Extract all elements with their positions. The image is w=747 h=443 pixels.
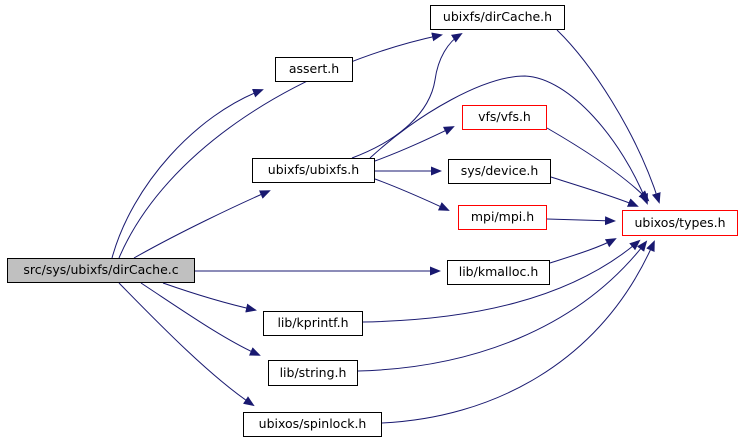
node-device_h[interactable]: sys/device.h (448, 159, 551, 184)
node-spinlock_h[interactable]: ubixos/spinlock.h (243, 412, 382, 437)
edge-mpi_h-to-types_h (546, 216, 616, 226)
edge-device_h-to-types_h (550, 176, 639, 207)
edge-ubixfs_h-to-dirCache_h (351, 32, 463, 159)
node-ubixfs_h[interactable]: ubixfs/ubixfs.h (252, 158, 375, 183)
node-dirCache_c: src/sys/ubixfs/dirCache.c (7, 258, 195, 283)
node-label: sys/device.h (460, 163, 539, 179)
edge-dirCache_c-to-assert_h (111, 88, 264, 259)
edge-ubixfs_h-to-types_h (369, 75, 648, 205)
node-label: src/sys/ubixfs/dirCache.c (23, 262, 179, 278)
node-types_h[interactable]: ubixos/types.h (622, 210, 738, 236)
node-kmalloc_h[interactable]: lib/kmalloc.h (447, 260, 550, 285)
node-dirCache_h[interactable]: ubixfs/dirCache.h (430, 5, 565, 30)
node-label: ubixos/spinlock.h (258, 416, 367, 432)
node-vfs_h[interactable]: vfs/vfs.h (462, 105, 547, 130)
edge-kmalloc_h-to-types_h (549, 238, 617, 264)
node-label: assert.h (288, 61, 340, 77)
edge-dirCache_c-to-ubixfs_h (133, 190, 271, 259)
edge-dirCache_h-to-types_h (556, 29, 661, 204)
edge-spinlock_h-to-types_h (381, 240, 655, 424)
node-label: lib/kprintf.h (277, 315, 349, 331)
node-kprintf_h[interactable]: lib/kprintf.h (263, 311, 363, 336)
edge-ubixfs_h-to-mpi_h (374, 178, 450, 211)
edge-string_h-to-types_h (357, 240, 648, 372)
node-label: ubixfs/dirCache.h (442, 9, 553, 25)
node-label: lib/kmalloc.h (458, 264, 539, 280)
node-assert_h[interactable]: assert.h (275, 57, 353, 82)
node-label: ubixfs/ubixfs.h (267, 162, 360, 178)
node-label: mpi/mpi.h (470, 209, 535, 225)
edge-kprintf_h-to-types_h (362, 239, 641, 323)
node-mpi_h[interactable]: mpi/mpi.h (458, 205, 547, 230)
node-label: ubixos/types.h (634, 214, 726, 230)
edge-dirCache_c-to-dirCache_h (118, 32, 443, 259)
edge-dirCache_c-to-kprintf_h (162, 282, 257, 313)
edge-ubixfs_h-to-vfs_h (374, 126, 455, 162)
node-label: lib/string.h (279, 364, 347, 380)
edge-dirCache_c-to-spinlock_h (118, 282, 255, 407)
node-string_h[interactable]: lib/string.h (268, 360, 358, 386)
node-label: vfs/vfs.h (478, 109, 531, 125)
edge-vfs_h-to-types_h (546, 127, 650, 202)
edge-dirCache_c-to-string_h (140, 282, 261, 356)
